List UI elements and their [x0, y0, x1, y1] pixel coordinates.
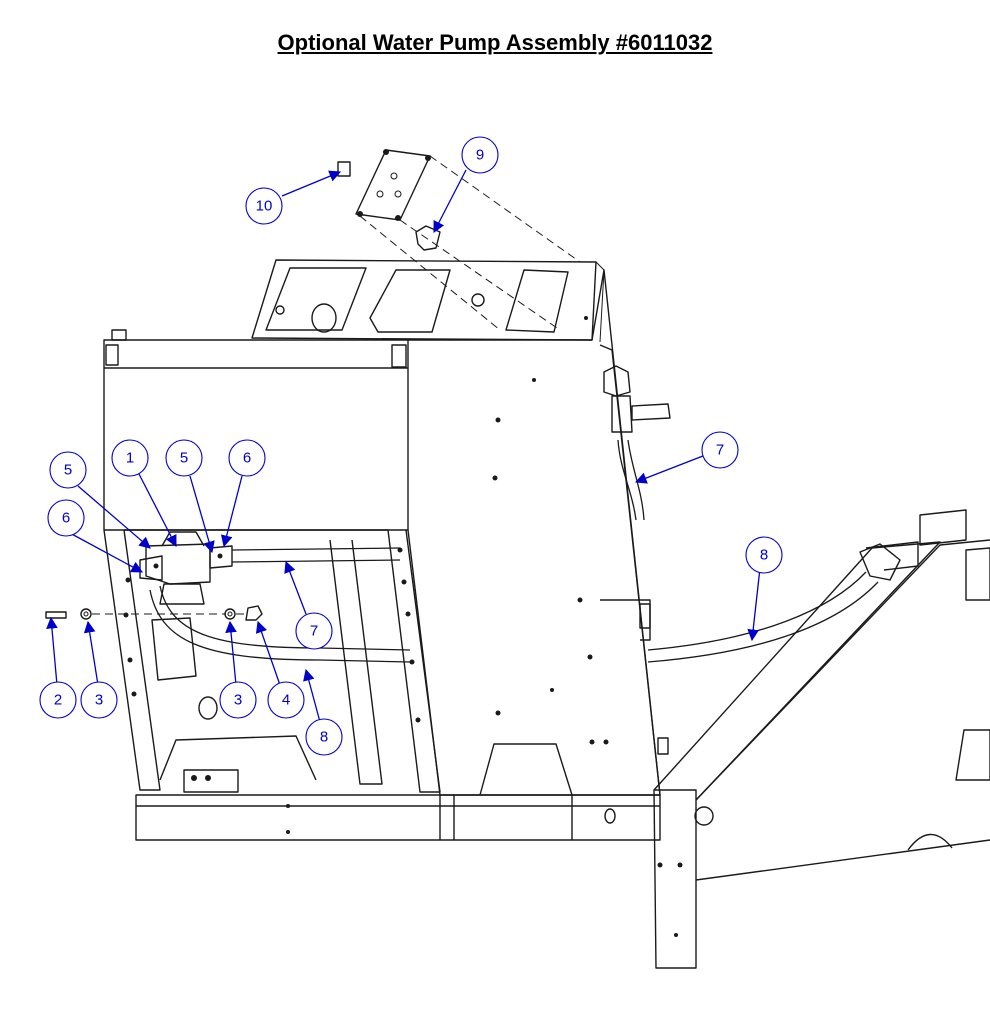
diagram-title: Optional Water Pump Assembly #6011032 — [277, 30, 713, 55]
cover-plate — [337, 149, 581, 331]
svg-text:7: 7 — [716, 442, 724, 459]
callout-4[interactable]: 4 — [267, 681, 305, 719]
water-hoses — [149, 365, 919, 663]
callout-3[interactable]: 3 — [80, 681, 118, 719]
callout-6[interactable]: 6 — [47, 499, 85, 537]
callout-9[interactable]: 9 — [461, 136, 499, 174]
svg-text:9: 9 — [476, 147, 484, 164]
svg-text:2: 2 — [54, 692, 62, 709]
svg-text:1: 1 — [126, 450, 134, 467]
svg-text:7: 7 — [310, 623, 318, 640]
svg-text:6: 6 — [62, 510, 70, 527]
callout-8[interactable]: 8 — [745, 536, 783, 574]
svg-text:3: 3 — [234, 692, 242, 709]
callouts: 1 2 3 3 4 5 5 6 6 7 7 8 8 9 10 — [39, 136, 783, 756]
callout-3[interactable]: 3 — [219, 681, 257, 719]
svg-text:6: 6 — [243, 450, 251, 467]
hardware-row — [45, 605, 263, 621]
svg-text:5: 5 — [180, 450, 188, 467]
callout-7[interactable]: 7 — [701, 431, 739, 469]
svg-text:10: 10 — [256, 198, 273, 215]
svg-text:3: 3 — [95, 692, 103, 709]
callout-1[interactable]: 1 — [111, 439, 149, 477]
svg-text:8: 8 — [760, 547, 768, 564]
callout-6[interactable]: 6 — [228, 439, 266, 477]
callout-5[interactable]: 5 — [165, 439, 203, 477]
callout-7[interactable]: 7 — [295, 612, 333, 650]
svg-text:8: 8 — [320, 729, 328, 746]
callout-2[interactable]: 2 — [39, 681, 77, 719]
callout-8[interactable]: 8 — [305, 718, 343, 756]
pump-assembly — [139, 531, 233, 681]
callout-10[interactable]: 10 — [245, 187, 283, 225]
panel-holes — [123, 316, 683, 937]
svg-text:4: 4 — [282, 692, 290, 709]
callout-leaders — [46, 169, 761, 723]
svg-text:5: 5 — [64, 462, 72, 479]
callout-5[interactable]: 5 — [49, 451, 87, 489]
